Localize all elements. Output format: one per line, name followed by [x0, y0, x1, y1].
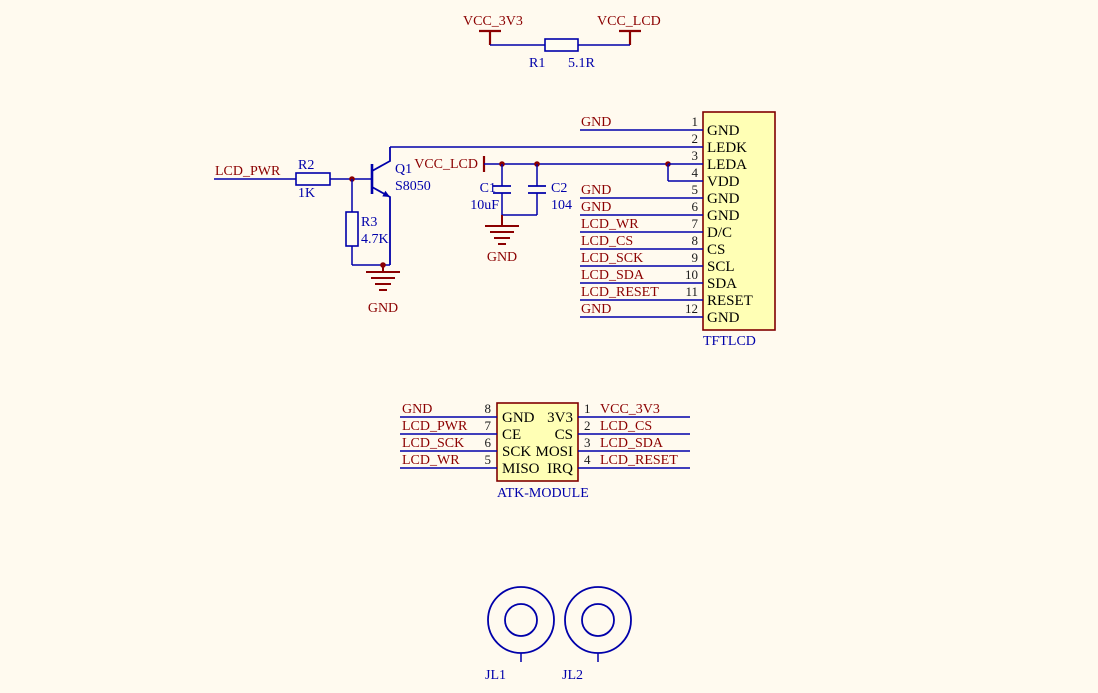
designator-r3: R3	[361, 215, 377, 230]
designator-jl1: JL1	[485, 668, 506, 683]
net-label: LCD_SCK	[402, 436, 464, 451]
tftlcd-pin-name: D/C	[707, 225, 732, 241]
transistor-collector	[371, 147, 391, 172]
atk-pin-name: 3V3	[547, 410, 573, 426]
ground-label: GND	[487, 250, 517, 265]
net-label: LCD_SDA	[581, 268, 645, 283]
mounting-hole-inner	[504, 603, 538, 637]
tftlcd-pin-name: SCL	[707, 259, 735, 275]
value-q1: S8050	[395, 179, 431, 194]
tftlcd-pin-name: RESET	[707, 293, 753, 309]
emitter-arrow-icon	[382, 190, 390, 197]
atk-pin-number: 5	[485, 452, 492, 467]
tftlcd-pin-name: LEDK	[707, 140, 747, 156]
power-port-label-vcclcd: VCC_LCD	[597, 14, 661, 29]
net-label: GND	[581, 115, 611, 130]
designator-jl2: JL2	[562, 668, 583, 683]
tftlcd-pin-name: VDD	[707, 174, 740, 190]
atk-pin-name: CE	[502, 427, 521, 443]
tftlcd-pin-number: 4	[692, 165, 699, 180]
mounting-hole-outer	[487, 586, 555, 654]
tftlcd-pin-number: 5	[692, 182, 699, 197]
tftlcd-pin-name: GND	[707, 208, 740, 224]
tftlcd-pin-number: 9	[692, 250, 699, 265]
atk-module-title: ATK-MODULE	[497, 486, 589, 501]
net-label: GND	[581, 183, 611, 198]
net-label: LCD_RESET	[581, 285, 659, 300]
resistor-r2-body	[295, 172, 331, 186]
tftlcd-pin-number: 6	[692, 199, 699, 214]
atk-pin-number: 2	[584, 418, 591, 433]
value-c2: 104	[551, 198, 572, 213]
value-r2: 1K	[298, 186, 315, 201]
designator-q1: Q1	[395, 162, 412, 177]
power-port-label-vcc3v3: VCC_3V3	[463, 14, 523, 29]
value-c1: 10uF	[470, 198, 499, 213]
net-label: LCD_SCK	[581, 251, 643, 266]
net-label: LCD_PWR	[402, 419, 468, 434]
ground-label: GND	[368, 301, 398, 316]
atk-pin-number: 1	[584, 401, 591, 416]
mounting-hole-inner	[581, 603, 615, 637]
power-port-label-vcclcd-rail: VCC_LCD	[414, 157, 478, 172]
net-label-lcd-pwr: LCD_PWR	[215, 164, 281, 179]
resistor-r3-body	[345, 211, 359, 247]
atk-pin-name: CS	[555, 427, 573, 443]
tftlcd-title: TFTLCD	[703, 334, 756, 349]
atk-pin-name: GND	[502, 410, 535, 426]
tftlcd-pin-number: 2	[692, 131, 699, 146]
net-label: LCD_RESET	[600, 453, 678, 468]
atk-pin-name: SCK	[502, 444, 531, 460]
tftlcd-pin-name: GND	[707, 310, 740, 326]
atk-pin-name: MISO	[502, 461, 540, 477]
tftlcd-pin-number: 7	[692, 216, 699, 231]
tftlcd-pin-number: 12	[685, 301, 698, 316]
tftlcd-pin-number: 8	[692, 233, 699, 248]
value-r3: 4.7K	[361, 232, 389, 247]
tftlcd-pin-name: CS	[707, 242, 725, 258]
net-label: VCC_3V3	[600, 402, 660, 417]
tftlcd-pin-number: 10	[685, 267, 698, 282]
designator-c2: C2	[551, 181, 567, 196]
net-label: LCD_CS	[600, 419, 652, 434]
mounting-hole-outer	[564, 586, 632, 654]
atk-pin-number: 8	[485, 401, 492, 416]
atk-pin-name: IRQ	[547, 461, 573, 477]
tftlcd-pin-number: 11	[685, 284, 698, 299]
designator-r1: R1	[529, 56, 545, 71]
tftlcd-pin-number: 1	[692, 114, 699, 129]
tftlcd-pin-name: GND	[707, 191, 740, 207]
designator-c1: C1	[480, 181, 496, 196]
net-label: LCD_WR	[581, 217, 639, 232]
net-label: GND	[581, 302, 611, 317]
net-label: GND	[402, 402, 432, 417]
atk-pin-name: MOSI	[535, 444, 573, 460]
net-label: LCD_WR	[402, 453, 460, 468]
atk-pin-number: 3	[584, 435, 591, 450]
net-label: LCD_CS	[581, 234, 633, 249]
tftlcd-component-body	[702, 111, 776, 331]
tftlcd-pin-name: GND	[707, 123, 740, 139]
tftlcd-pin-name: LEDA	[707, 157, 747, 173]
atk-pin-number: 6	[485, 435, 492, 450]
value-r1: 5.1R	[568, 56, 596, 71]
resistor-r1-body	[544, 38, 579, 52]
designator-r2: R2	[298, 158, 314, 173]
atk-pin-number: 4	[584, 452, 591, 467]
net-label: GND	[581, 200, 611, 215]
tftlcd-pin-number: 3	[692, 148, 699, 163]
atk-module-body	[496, 402, 579, 482]
net-label: LCD_SDA	[600, 436, 664, 451]
tftlcd-pin-name: SDA	[707, 276, 737, 292]
atk-pin-number: 7	[485, 418, 492, 433]
